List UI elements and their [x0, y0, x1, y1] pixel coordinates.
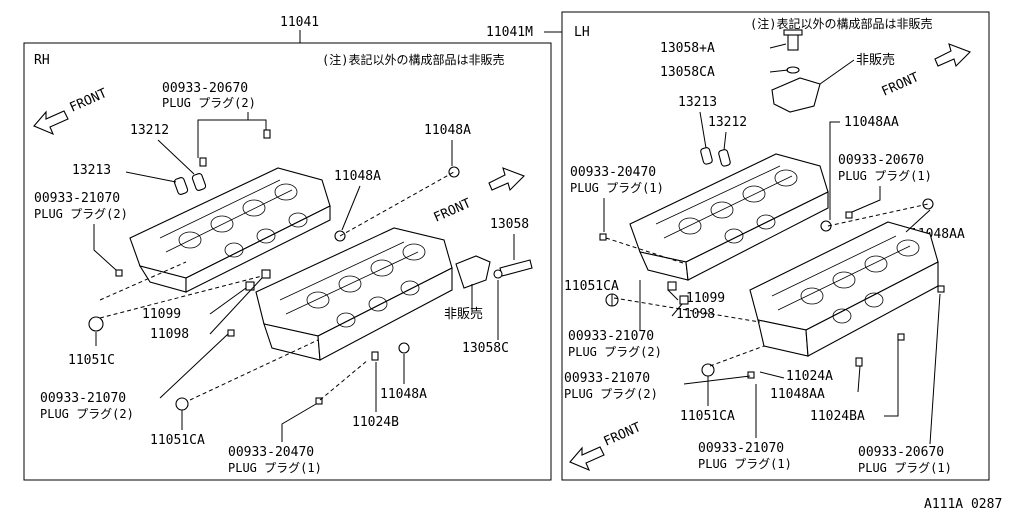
lh-leader-lines [603, 43, 941, 445]
lh-plug-br-pn: 00933-20670 [858, 445, 944, 460]
rh-13058c: 13058C [462, 341, 509, 356]
rh-front2-label: FRONT [432, 196, 474, 226]
rh-11098: 11098 [150, 327, 189, 342]
rh-small-parts [88, 129, 533, 411]
lh-frame [561, 11, 990, 481]
rh-11051c: 11051C [68, 353, 115, 368]
rh-cylinder-head-upper [129, 167, 331, 293]
lh-cylinder-head-upper [629, 153, 829, 281]
rh-plug-left-pn: 00933-21070 [34, 191, 120, 206]
lh-11099: 11099 [686, 291, 725, 306]
lh-11051ca-bot: 11051CA [680, 409, 735, 424]
lh-plug-r-desc: PLUG プラグ(1) [838, 169, 932, 183]
lh-plug-r-pn: 00933-20670 [838, 153, 924, 168]
front-arrow-icon [934, 43, 971, 68]
lh-11048aa-top: 11048AA [844, 115, 899, 130]
lh-11048aa-low: 11048AA [770, 387, 825, 402]
ref-11041: 11041 [280, 15, 319, 30]
rh-11048a-low: 11048A [380, 387, 427, 402]
rh-side-label: RH [34, 53, 50, 68]
rh-11048a-top: 11048A [424, 123, 471, 138]
lh-plug-m2-pn: 00933-21070 [564, 371, 650, 386]
lh-plug-l-desc: PLUG プラグ(1) [570, 181, 664, 195]
lh-13213: 13213 [678, 95, 717, 110]
rh-plug-top-desc: PLUG プラグ(2) [162, 96, 256, 110]
rh-not-sold: 非販売 [444, 306, 483, 322]
lh-11024ba: 11024BA [810, 409, 865, 424]
rh-plug-bl-pn: 00933-21070 [40, 391, 126, 406]
rh-cylinder-head-lower [255, 227, 453, 361]
lh-13212: 13212 [708, 115, 747, 130]
rh-plug-left-desc: PLUG プラグ(2) [34, 207, 128, 221]
lh-plug-l-pn: 00933-20470 [570, 165, 656, 180]
rh-11051ca: 11051CA [150, 433, 205, 448]
rh-plug-top-pn: 00933-20670 [162, 81, 248, 96]
lh-not-sold: 非販売 [856, 52, 895, 68]
lh-side-label: LH [574, 25, 590, 40]
lh-plug-m-pn: 00933-21070 [568, 329, 654, 344]
footer-code: A111A 0287 [924, 497, 1002, 512]
lh-plug-m2-desc: PLUG プラグ(2) [564, 387, 658, 401]
rh-13213: 13213 [72, 163, 111, 178]
lh-cylinder-head-lower [749, 221, 939, 357]
lh-11098: 11098 [676, 307, 715, 322]
lh-small-parts [599, 29, 945, 379]
rh-13058: 13058 [490, 217, 529, 232]
ref-11041m: 11041M [486, 25, 533, 40]
front-arrow-icon [33, 110, 69, 136]
lh-plug-br-desc: PLUG プラグ(1) [858, 461, 952, 475]
rh-plug-bl-desc: PLUG プラグ(2) [40, 407, 134, 421]
rh-11099: 11099 [142, 307, 181, 322]
rh-frame [23, 42, 552, 481]
rh-11024b: 11024B [352, 415, 399, 430]
lh-11051ca-left: 11051CA [564, 279, 619, 294]
lh-13058ca: 13058CA [660, 65, 715, 80]
lh-front-label: FRONT [880, 70, 922, 100]
rh-13212: 13212 [130, 123, 169, 138]
lh-plug-m-desc: PLUG プラグ(2) [568, 345, 662, 359]
rh-leader-lines [93, 112, 515, 442]
rh-11048a-mid: 11048A [334, 169, 381, 184]
lh-11024a: 11024A [786, 369, 833, 384]
lh-note: (注)表記以外の構成部品は非販売 [750, 16, 932, 31]
rh-plug-bot-desc: PLUG プラグ(1) [228, 461, 322, 475]
front-arrow-icon [569, 446, 605, 472]
rh-plug-bot-pn: 00933-20470 [228, 445, 314, 460]
lh-front2-label: FRONT [602, 420, 644, 450]
lh-plug-b-pn: 00933-21070 [698, 441, 784, 456]
front-arrow-icon [488, 167, 525, 192]
lh-plug-b-desc: PLUG プラグ(1) [698, 457, 792, 471]
rh-front-label: FRONT [68, 86, 110, 116]
rh-note: (注)表記以外の構成部品は非販売 [322, 52, 504, 67]
lh-13058a: 13058+A [660, 41, 715, 56]
